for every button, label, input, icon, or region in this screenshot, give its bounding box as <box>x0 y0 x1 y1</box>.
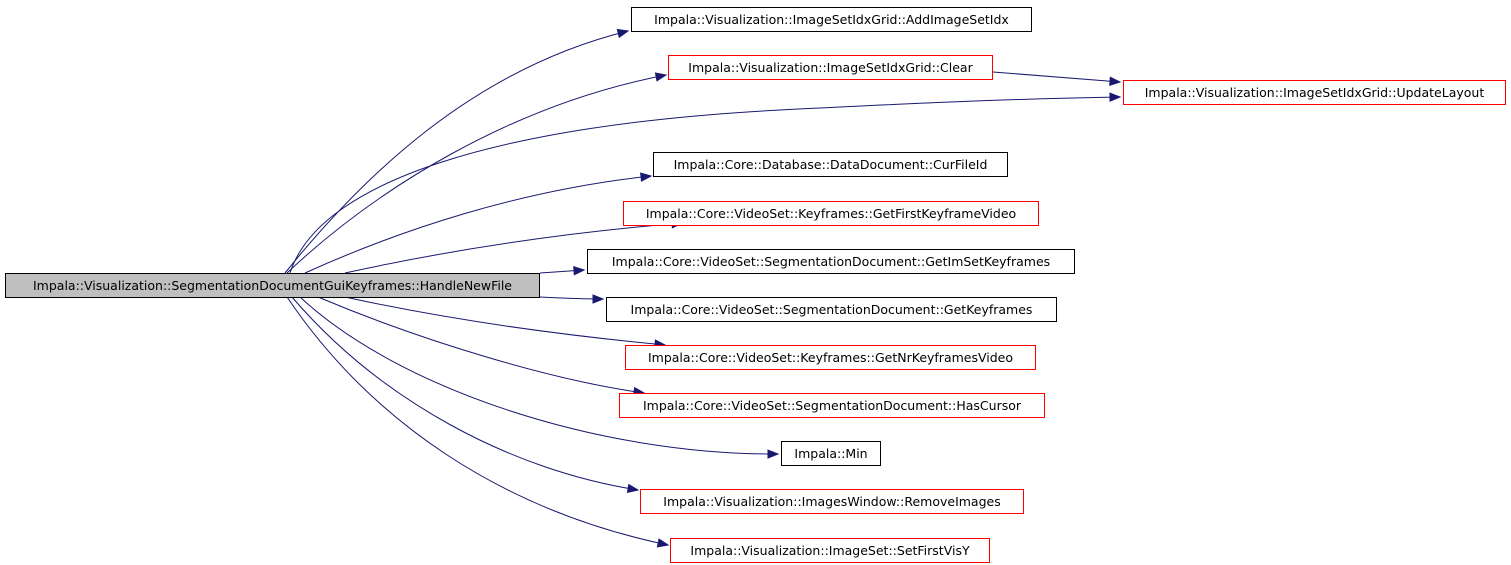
node-add-image-set-idx[interactable]: Impala::Visualization::ImageSetIdxGrid::… <box>631 7 1032 32</box>
edge-root-to-min <box>299 296 779 455</box>
node-set-first-vis-y[interactable]: Impala::Visualization::ImageSet::SetFirs… <box>670 538 990 563</box>
arrowhead-min <box>767 449 780 459</box>
edge-root-to-add_image_set_idx <box>284 30 629 274</box>
node-get-keyframes[interactable]: Impala::Core::VideoSet::SegmentationDocu… <box>606 297 1057 322</box>
edge-clear-to-update_layout <box>992 71 1121 83</box>
arrowhead-remove_images <box>626 483 640 494</box>
edge-root-to-remove_images <box>291 296 639 491</box>
edge-root-to-get_nr_keyframes_video <box>344 296 666 346</box>
node-root-handle-new-file[interactable]: Impala::Visualization::SegmentationDocum… <box>5 273 540 298</box>
arrowhead-get_keyframes <box>592 294 605 304</box>
node-get-im-set-keyframes[interactable]: Impala::Core::VideoSet::SegmentationDocu… <box>587 249 1075 274</box>
arrowhead-update_layout <box>1109 92 1122 102</box>
node-update-layout[interactable]: Impala::Visualization::ImageSetIdxGrid::… <box>1123 80 1506 105</box>
arrowhead-set_first_vis_y <box>656 538 670 548</box>
edge-root-to-clear <box>286 74 667 274</box>
node-clear[interactable]: Impala::Visualization::ImageSetIdxGrid::… <box>668 55 993 80</box>
edge-root-to-has_cursor <box>317 296 645 394</box>
node-remove-images[interactable]: Impala::Visualization::ImagesWindow::Rem… <box>640 489 1024 514</box>
arrowhead-add_image_set_idx <box>616 28 630 39</box>
node-cur-file-id[interactable]: Impala::Core::Database::DataDocument::Cu… <box>653 152 1008 177</box>
edge-root-to-update_layout <box>289 96 1121 274</box>
arrowhead-update_layout <box>1109 76 1122 86</box>
edge-root-to-cur_file_id <box>304 175 652 274</box>
arrowhead-clear <box>654 72 668 82</box>
arrowhead-get_im_set_keyframes <box>573 266 586 276</box>
edge-root-to-get_first_keyframe_video <box>344 222 683 274</box>
edge-root-to-set_first_vis_y <box>286 296 669 546</box>
node-min[interactable]: Impala::Min <box>781 441 881 466</box>
node-has-cursor[interactable]: Impala::Core::VideoSet::SegmentationDocu… <box>619 393 1045 418</box>
node-get-first-keyframe-video[interactable]: Impala::Core::VideoSet::Keyframes::GetFi… <box>623 201 1039 226</box>
node-get-nr-keyframes-video[interactable]: Impala::Core::VideoSet::Keyframes::GetNr… <box>625 345 1036 370</box>
arrowhead-cur_file_id <box>640 172 653 182</box>
